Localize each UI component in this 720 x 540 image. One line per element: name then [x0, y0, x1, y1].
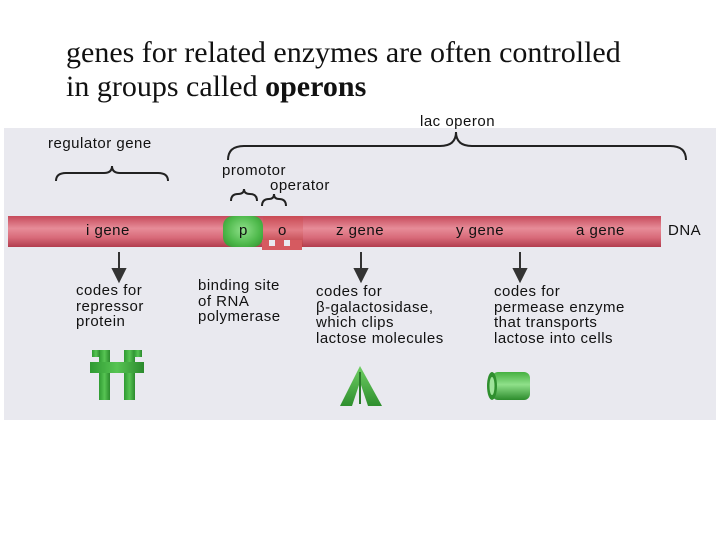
title-prefix: in groups called	[66, 70, 266, 103]
operator-notch-cut-1	[269, 240, 275, 246]
gene-o-label: o	[278, 222, 287, 239]
dna-strand	[8, 216, 661, 247]
title-line-2: in groups called operons	[66, 70, 706, 104]
gene-p-label: p	[239, 222, 248, 239]
promoter-segment	[223, 216, 263, 247]
regulator-gene-brace	[55, 165, 169, 182]
lac-operon-label: lac operon	[420, 113, 496, 130]
lac-operon-brace	[227, 131, 687, 161]
arrow-i-head	[111, 268, 127, 284]
gene-y-label: y gene	[456, 222, 505, 239]
promotor-label: promotor	[222, 162, 287, 179]
operator-notch-cut-2	[284, 240, 290, 246]
operator-notch	[262, 240, 302, 250]
title-line-1: genes for related enzymes are often cont…	[66, 36, 621, 69]
permease-description: codes for permease enzyme that transport…	[494, 283, 625, 347]
operator-label: operator	[270, 177, 330, 194]
galactosidase-description: codes for β-galactosidase, which clips l…	[316, 283, 444, 347]
galactosidase-enzyme-icon	[340, 366, 382, 406]
repressor-description: codes for repressor protein	[76, 282, 144, 330]
arrow-z-head	[353, 268, 369, 284]
operator-brace	[261, 193, 287, 207]
regulator-gene-label: regulator gene	[48, 135, 152, 152]
repressor-protein-icon	[90, 350, 144, 400]
title-keyword: operons	[265, 70, 367, 103]
gene-z-label: z gene	[336, 222, 385, 239]
arrow-y-head	[512, 268, 528, 284]
slide-title: genes for related enzymes are often cont…	[66, 36, 706, 104]
gene-a-label: a gene	[576, 222, 625, 239]
gene-i-label: i gene	[86, 222, 130, 239]
dna-label: DNA	[668, 222, 702, 239]
binding-site-description: binding site of RNA polymerase	[198, 277, 281, 325]
permease-enzyme-icon	[487, 372, 530, 400]
promotor-brace	[230, 188, 258, 202]
